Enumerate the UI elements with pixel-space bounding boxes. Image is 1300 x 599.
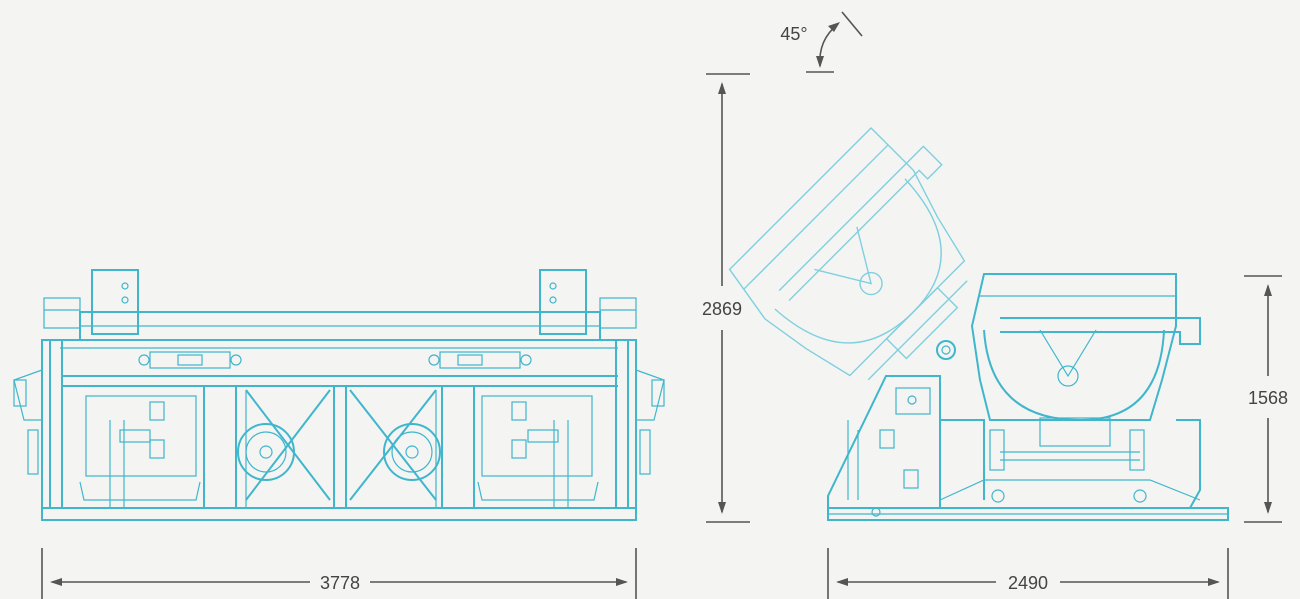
front-width-label: 3778 [320,573,360,593]
front-left-wheel [237,423,295,481]
side-width-label: 2490 [1008,573,1048,593]
side-view [728,126,1229,521]
tilt-angle-label: 45° [780,24,807,44]
front-view [13,269,665,521]
side-hopper-upright [970,273,1177,421]
side-upright-plate [827,375,941,509]
front-right-bracket [539,269,587,335]
front-right-actuator [439,351,521,369]
side-pivot [936,340,956,360]
side-hopper-tilted [728,126,968,381]
dimension-front-width: 3778 [41,548,637,599]
front-left-actuator [149,351,231,369]
dimension-tilt-angle: 45° [780,11,863,73]
side-low-height-label: 1568 [1248,388,1288,408]
dimension-side-width: 2490 [827,548,1229,599]
front-right-wheel [383,423,441,481]
front-left-bracket [91,269,139,335]
dimension-side-low-height: 1568 [1244,275,1288,523]
dimension-side-height: 2869 [702,73,750,523]
front-left-post [41,339,63,509]
front-main-frame [49,339,629,509]
front-base-rail [41,507,637,521]
side-height-label: 2869 [702,299,742,319]
front-right-post [615,339,637,509]
